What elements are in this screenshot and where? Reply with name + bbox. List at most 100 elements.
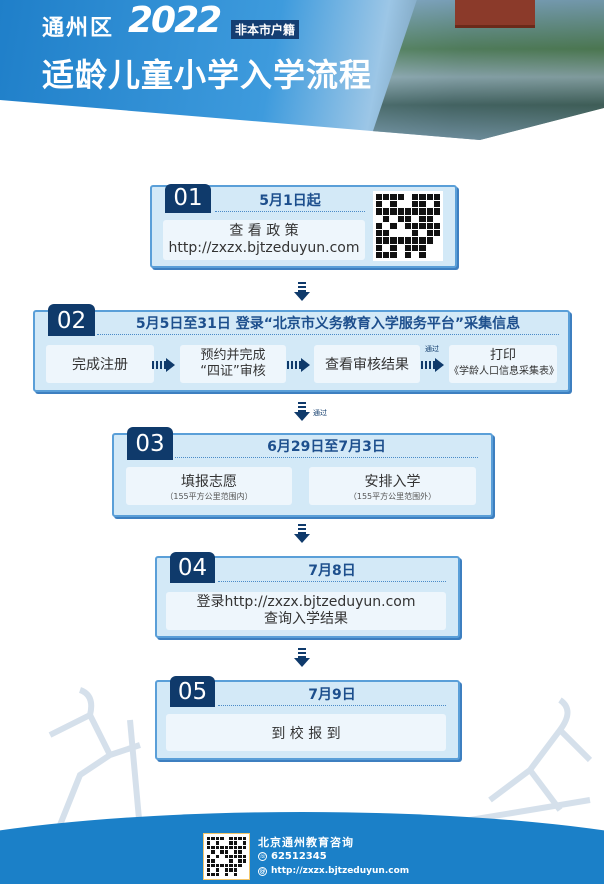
qr-module	[419, 201, 426, 208]
skier-illustration-right	[469, 697, 593, 823]
skier-illustration-left	[48, 687, 143, 830]
footer-banner	[0, 812, 604, 884]
qr-module	[390, 230, 397, 237]
qr-module	[390, 208, 397, 215]
qr-module	[376, 201, 383, 208]
qr-module	[220, 868, 224, 872]
qr-module	[426, 244, 433, 251]
qr-module	[383, 194, 390, 201]
qr-module	[412, 237, 419, 244]
qr-module	[238, 859, 242, 863]
qr-module	[390, 222, 397, 230]
qr-module	[412, 215, 419, 222]
down-arrow-icon	[294, 282, 310, 304]
qr-module	[404, 208, 412, 215]
qr-module	[397, 194, 404, 201]
qr-module	[211, 854, 215, 859]
step-05-date: 7月9日	[218, 684, 446, 706]
qr-module	[433, 194, 440, 201]
right-arrow-icon	[152, 358, 180, 372]
qr-module	[242, 872, 246, 876]
qr-module	[242, 854, 246, 859]
substep-check-result: 查看审核结果	[314, 345, 420, 383]
qr-module	[376, 194, 383, 201]
qr-module	[238, 868, 242, 872]
qr-module	[224, 837, 229, 841]
website-link[interactable]: http://zxzx.bjtzeduyun.com	[271, 866, 410, 876]
qr-module	[376, 237, 383, 244]
step-01-date: 5月1日起	[215, 190, 365, 212]
qr-module	[412, 230, 419, 237]
qr-module	[383, 251, 390, 258]
qr-module	[433, 237, 440, 244]
option-title: 安排入学	[364, 473, 421, 490]
qr-module	[383, 201, 390, 208]
qr-module	[207, 854, 211, 859]
qr-module	[376, 208, 383, 215]
substep-label: 查看审核结果	[325, 357, 409, 373]
substep-register: 完成注册	[46, 345, 154, 383]
qr-module	[242, 850, 246, 854]
qr-module	[224, 859, 229, 863]
qr-module	[397, 208, 404, 215]
report-to-school-line: 到 校 报 到	[271, 725, 341, 742]
qr-module	[376, 244, 383, 251]
qr-module	[211, 859, 215, 863]
qr-module	[426, 215, 433, 222]
step-01-url[interactable]: http://zxzx.bjtzeduyun.com	[168, 240, 360, 256]
qr-module	[404, 244, 412, 251]
qr-module	[229, 845, 233, 850]
qr-module	[233, 872, 238, 876]
option-fill-preference: 填报志愿（155平方公里范围内）	[126, 467, 292, 505]
qr-module	[224, 841, 229, 845]
substep-label: 预约并完成	[200, 348, 266, 363]
web-icon: @	[258, 866, 267, 876]
qr-module	[207, 863, 211, 868]
qr-module	[233, 863, 238, 868]
qr-module	[390, 237, 397, 244]
pass-label: 通过	[425, 345, 439, 353]
step-01-number: 01	[165, 184, 211, 213]
qr-module	[419, 251, 426, 258]
qr-module	[419, 230, 426, 237]
step-05-number: 05	[170, 676, 215, 707]
qr-module	[376, 222, 383, 230]
footer-qr-code	[203, 833, 250, 880]
qr-module	[426, 237, 433, 244]
right-arrow-icon	[287, 358, 315, 372]
substep-label: “四证”审核	[200, 364, 266, 379]
substep-label: 打印	[489, 348, 516, 363]
step-01-content: 查 看 政 策 http://zxzx.bjtzeduyun.com	[163, 220, 365, 260]
qr-module	[433, 201, 440, 208]
phone-icon: ☏	[258, 852, 267, 861]
option-note: （155平方公里范围外）	[348, 491, 437, 501]
qr-module	[376, 230, 383, 237]
step-01-line: 查 看 政 策	[229, 223, 299, 239]
qr-module	[211, 841, 215, 845]
step-04-date: 7月8日	[218, 560, 446, 582]
year-label: 2022	[128, 0, 222, 41]
qr-module	[224, 850, 229, 854]
qr-module	[397, 237, 404, 244]
qr-module	[419, 244, 426, 251]
qr-module	[383, 215, 390, 222]
qr-module	[383, 222, 390, 230]
qr-module	[211, 837, 215, 841]
qr-module	[211, 845, 215, 850]
step-04-number: 04	[170, 552, 215, 583]
phone-number: 62512345	[271, 851, 327, 862]
qr-module	[238, 872, 242, 876]
qr-module	[224, 872, 229, 876]
qr-module	[390, 201, 397, 208]
qr-module	[215, 872, 220, 876]
qr-module	[224, 868, 229, 872]
footer-org: 北京通州教育咨询	[258, 836, 354, 849]
qr-module	[220, 872, 224, 876]
qr-module	[224, 854, 229, 859]
login-url-line[interactable]: 登录http://zxzx.bjtzeduyun.com	[196, 594, 416, 610]
qr-module	[242, 837, 246, 841]
qr-module	[224, 863, 229, 868]
district-label: 通州区	[42, 16, 115, 41]
qr-module	[207, 872, 211, 876]
qr-module	[229, 850, 233, 854]
